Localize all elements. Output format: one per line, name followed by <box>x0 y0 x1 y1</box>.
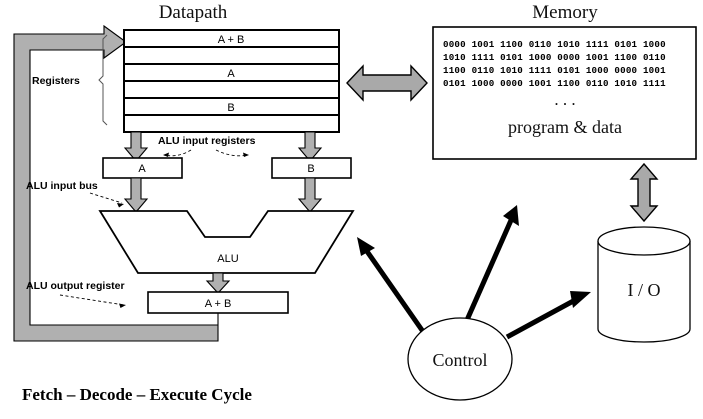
alu-input-registers-arrowhead-right <box>243 152 249 157</box>
alu-output-register-arrowhead <box>119 303 126 308</box>
bus-arrow-a-alu <box>123 177 149 213</box>
alu-input-registers-arrowhead-left <box>163 152 169 157</box>
register-row-4-label: B <box>227 102 234 114</box>
registers-label: Registers <box>32 75 80 87</box>
input-register-a-box <box>102 157 183 179</box>
alu-output-register-annotation: ALU output register <box>26 280 126 308</box>
io-cylinder-top <box>597 226 691 256</box>
io-cylinder-body <box>597 241 691 343</box>
bus-arrow-alu-output <box>205 272 231 294</box>
alu-label: ALU <box>217 253 238 265</box>
datapath-title: Datapath <box>159 2 228 23</box>
bidirectional-arrow-vertical <box>629 162 659 223</box>
memory-box: 0000 1001 1100 0110 1010 1111 0101 1000 … <box>432 26 697 160</box>
bus-arrow-regfile-b <box>297 131 323 162</box>
alu-input-bus-label: ALU input bus <box>26 180 98 192</box>
alu-shape <box>98 210 355 274</box>
figure-caption: Fetch – Decode – Execute Cycle <box>22 385 252 404</box>
registers-bracket <box>98 34 108 126</box>
memory-title: Memory <box>532 2 598 23</box>
control-io-arrowhead <box>570 291 591 308</box>
memory-row-3: 0101 1000 0000 1001 1100 0110 1010 1111 <box>443 78 666 89</box>
io-device: I / O <box>597 226 691 343</box>
memory-row-1: 1010 1111 0101 1000 0000 1001 1100 0110 <box>443 52 666 63</box>
bus-regfile-to-a <box>123 131 149 162</box>
control-to-alu-arrow <box>357 237 427 335</box>
control-unit: Control <box>407 317 513 401</box>
control-alu-line <box>361 245 427 335</box>
output-register-label: A + B <box>205 298 232 310</box>
alu-input-registers-pointer-left <box>163 149 192 157</box>
memory-row-2: 1100 0110 1010 1111 0101 1000 0000 1001 <box>443 65 666 76</box>
output-register-box <box>147 291 289 314</box>
register-row-2-label: A <box>227 68 235 80</box>
memory-border <box>432 26 697 160</box>
alu-input-bus-annotation: ALU input bus <box>26 180 124 208</box>
bus-a-to-alu <box>123 177 149 213</box>
alu-output-register-label: ALU output register <box>26 280 125 292</box>
alu-output-register-pointer <box>59 294 125 306</box>
bidirectional-arrow-horizontal <box>346 64 428 102</box>
bus-regfile-to-b <box>297 131 323 162</box>
datapath-memory-bus-arrow <box>346 64 428 102</box>
bus-arrow-b-alu <box>297 177 323 213</box>
control-io-line <box>505 296 579 340</box>
input-register-a-label: A <box>138 163 146 175</box>
alu-input-registers-label: ALU input registers <box>158 135 256 147</box>
control-memory-arrowhead <box>503 205 519 226</box>
alu-input-bus-pointer <box>89 192 123 204</box>
bus-b-to-alu <box>297 177 323 213</box>
alu-output-register: A + B <box>147 291 289 314</box>
input-register-b-label: B <box>307 163 314 175</box>
memory-row-0: 0000 1001 1100 0110 1010 1111 0101 1000 <box>443 39 666 50</box>
alu-input-register-b: B <box>271 157 352 179</box>
alu-input-register-a: A <box>102 157 183 179</box>
registers-bracket-group: Registers <box>32 34 108 126</box>
io-label: I / O <box>628 280 661 300</box>
control-memory-line <box>464 216 515 322</box>
memory-io-bus-arrow <box>629 162 659 223</box>
control-to-memory-arrow <box>464 205 519 322</box>
alu-input-bus-arrowhead <box>117 203 124 208</box>
memory-contents-label: program & data <box>508 117 622 137</box>
control-label: Control <box>432 350 487 370</box>
alu-unit: ALU <box>98 210 355 274</box>
bus-alu-to-output <box>205 272 231 294</box>
control-to-io-arrow <box>505 291 591 340</box>
register-row-0-label: A + B <box>218 34 245 46</box>
control-circle <box>407 317 513 401</box>
alu-input-registers-annotation: ALU input registers <box>158 135 256 157</box>
control-alu-arrowhead <box>357 237 375 256</box>
register-file: A + B A B <box>123 29 340 133</box>
memory-ellipsis: . . . <box>554 90 575 109</box>
bus-arrow-regfile-a <box>123 131 149 162</box>
